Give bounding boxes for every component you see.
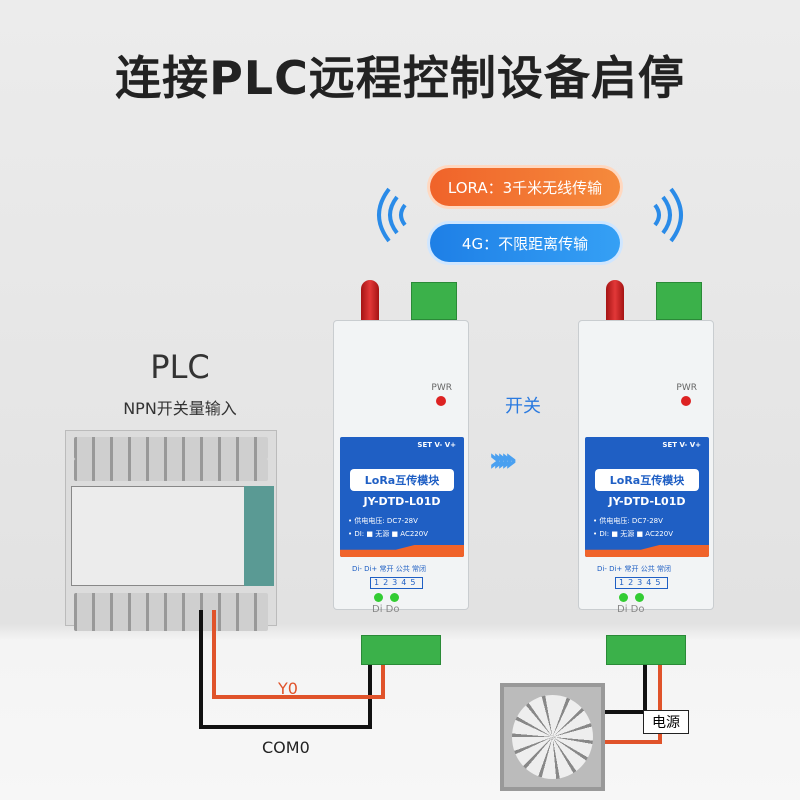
pin-labels: Di- Di+ 常开 公共 常闭 [352, 565, 426, 573]
top-pin-labels: SET V- V+ [417, 441, 456, 449]
pin-numbers: 12345 [370, 577, 424, 589]
antenna [361, 280, 379, 325]
switch-label: 开关 [505, 396, 541, 417]
com0-label: COM0 [262, 738, 310, 757]
pwr-label: PWR [676, 383, 697, 393]
top-pin-labels: SET V- V+ [662, 441, 701, 449]
plc-device [65, 430, 277, 631]
lora-module-sender: PWR SET V- V+ LoRa互传模块 JY-DTD-L01D • 供电电… [333, 280, 469, 665]
di-led [619, 593, 628, 602]
do-led [390, 593, 399, 602]
lora-badge: LORA：3千米无线传输 [430, 168, 620, 206]
pwr-label: PWR [431, 383, 452, 393]
wifi-signal-icon [653, 187, 683, 243]
power-terminal [411, 282, 457, 320]
plc-input-label: NPN开关量输入 [123, 399, 237, 418]
page-title: 连接PLC远程控制设备启停 [115, 51, 685, 105]
plc-label: PLC [150, 348, 210, 386]
power-led [681, 396, 691, 406]
y0-label: Y0 [278, 679, 298, 698]
wifi-signal-icon [377, 187, 407, 243]
spec-voltage: • 供电电压: DC7-28V [593, 517, 663, 525]
spec-voltage: • 供电电压: DC7-28V [348, 517, 418, 525]
di-do-label: Di Do [372, 604, 400, 615]
power-terminal [656, 282, 702, 320]
fan-black-wire [605, 660, 647, 714]
y0-wire [212, 610, 385, 699]
pin-numbers: 12345 [615, 577, 669, 589]
io-terminal [361, 635, 441, 665]
fan-red-wire [605, 660, 662, 744]
di-led [374, 593, 383, 602]
pin-labels: Di- Di+ 常开 公共 常闭 [597, 565, 671, 573]
io-terminal [606, 635, 686, 665]
lora-module-receiver: PWR SET V- V+ LoRa互传模块 JY-DTD-L01D • 供电电… [578, 280, 714, 665]
spec-di: • DI: ■ 无源 ■ AC220V [348, 530, 428, 538]
4g-badge: 4G：不限距离传输 [430, 224, 620, 262]
spec-di: • DI: ■ 无源 ■ AC220V [593, 530, 673, 538]
do-led [635, 593, 644, 602]
antenna [606, 280, 624, 325]
power-led [436, 396, 446, 406]
chevrons-right-icon: ››››› [488, 440, 518, 480]
power-label: 电源 [643, 710, 689, 734]
com0-wire [199, 610, 372, 729]
module-name: LoRa互传模块 [595, 469, 699, 491]
di-do-label: Di Do [617, 604, 645, 615]
module-model: JY-DTD-L01D [363, 495, 441, 508]
module-model: JY-DTD-L01D [608, 495, 686, 508]
module-name: LoRa互传模块 [350, 469, 454, 491]
exhaust-fan [500, 683, 605, 791]
